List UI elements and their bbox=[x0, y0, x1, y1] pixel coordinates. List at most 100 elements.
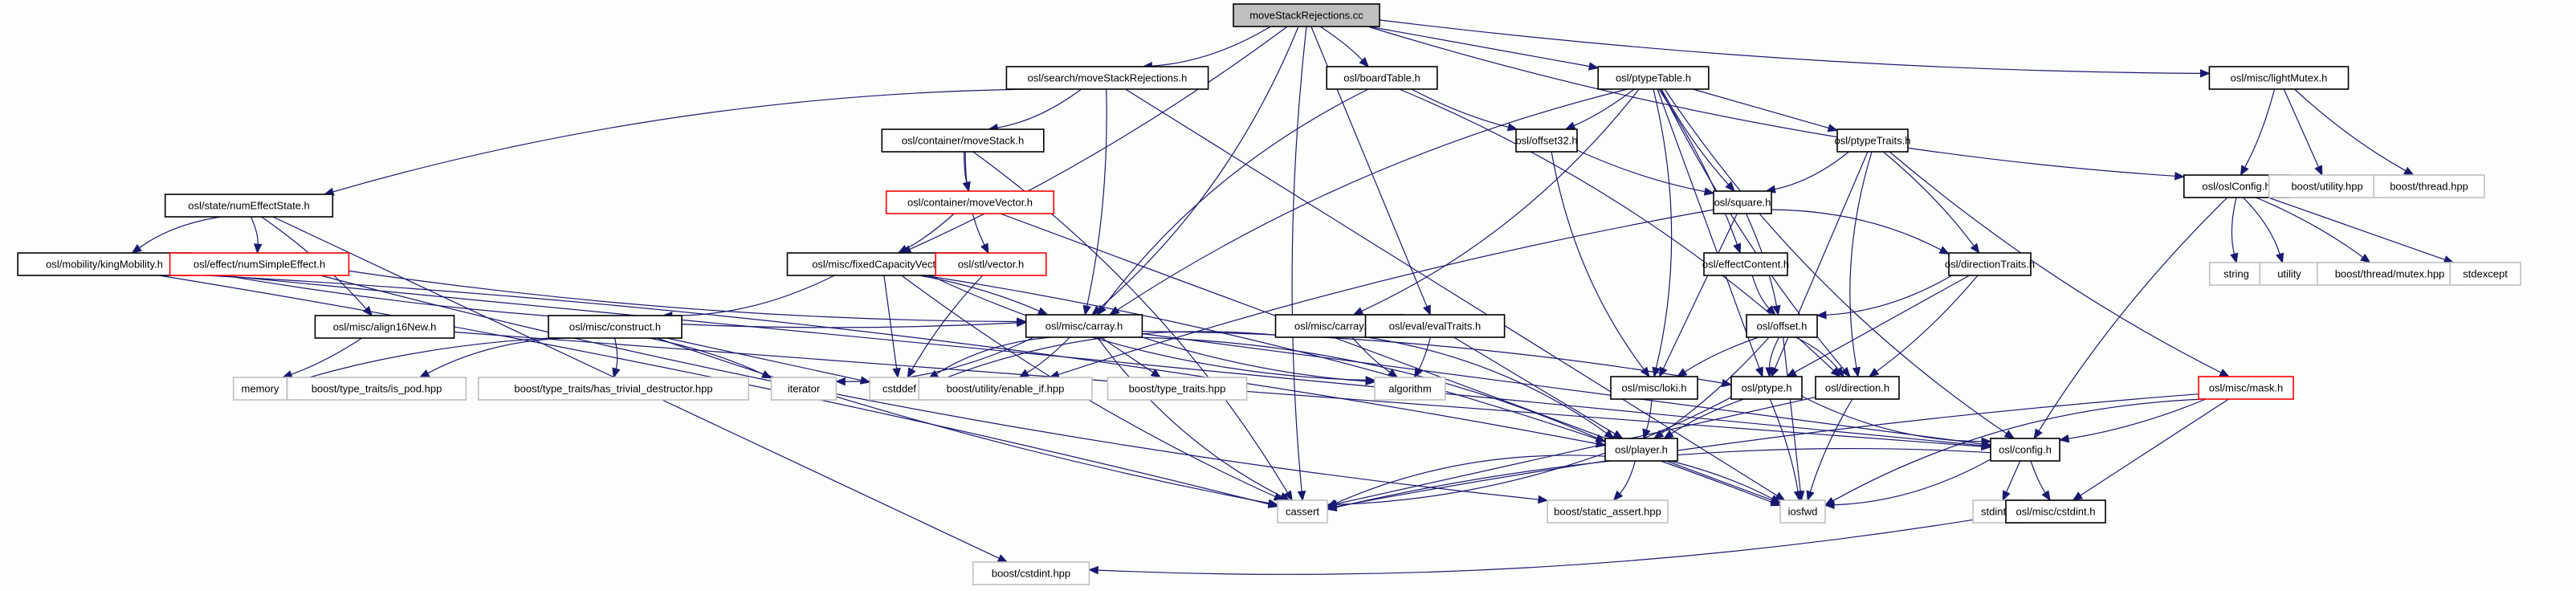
arrowhead-icon bbox=[1564, 121, 1576, 130]
edge-line bbox=[1657, 88, 1760, 369]
node-box bbox=[1604, 438, 1678, 462]
node-eval-traits[interactable]: osl/eval/evalTraits.h bbox=[1364, 314, 1506, 338]
arrowhead-icon bbox=[1868, 368, 1880, 377]
edge-align16New-to-memory bbox=[281, 337, 363, 379]
node-effect-content[interactable]: osl/effectContent.h bbox=[1702, 252, 1789, 276]
node-board-table[interactable]: osl/boardTable.h bbox=[1326, 66, 1438, 90]
edge-line bbox=[1769, 398, 1799, 492]
node-stl-vector[interactable]: osl/stl/vector.h bbox=[935, 252, 1047, 276]
node-box bbox=[2268, 174, 2386, 198]
arrowhead-icon bbox=[1676, 368, 1688, 377]
node-align16-new[interactable]: osl/misc/align16New.h bbox=[314, 315, 455, 339]
edge-kingMobility-to-player bbox=[190, 274, 1607, 448]
arrowhead-icon bbox=[1612, 490, 1624, 501]
edge-line bbox=[1771, 209, 1942, 251]
node-label: string bbox=[2223, 267, 2249, 279]
node-num-simple-effect[interactable]: osl/effect/numSimpleEffect.h bbox=[169, 252, 350, 276]
arrowhead-icon bbox=[131, 243, 142, 254]
arrowhead-icon bbox=[1653, 430, 1665, 439]
arrowhead-icon bbox=[2403, 166, 2415, 176]
edge-line bbox=[1768, 336, 1780, 369]
node-ptype-table[interactable]: osl/ptypeTable.h bbox=[1597, 66, 1710, 90]
edges-layer bbox=[131, 19, 2455, 575]
arrowhead-icon bbox=[2199, 69, 2211, 78]
node-carray[interactable]: osl/misc/carray.h bbox=[1025, 314, 1143, 338]
node-move-stack[interactable]: osl/container/moveStack.h bbox=[881, 128, 1045, 153]
edge-boardTable-to-offset32 bbox=[1411, 88, 1518, 132]
node-config[interactable]: osl/config.h bbox=[1990, 438, 2060, 462]
node-loki[interactable]: osl/misc/loki.h bbox=[1610, 376, 1698, 400]
node-is-pod: boost/type_traits/is_pod.hpp bbox=[286, 377, 467, 401]
arrowhead-icon bbox=[1765, 367, 1774, 378]
node-light-mutex[interactable]: osl/misc/lightMutex.h bbox=[2208, 66, 2350, 90]
edge-carray-to-iterator bbox=[835, 336, 1034, 386]
arrowhead-icon bbox=[1733, 243, 1742, 255]
edge-line bbox=[656, 337, 1270, 504]
node-player[interactable]: osl/player.h bbox=[1604, 438, 1678, 462]
arrowhead-icon bbox=[1588, 62, 1600, 71]
edge-line bbox=[666, 337, 862, 381]
arrowhead-icon bbox=[418, 369, 430, 378]
node-ptype-traits[interactable]: osl/ptypeTraits.h bbox=[1835, 128, 1911, 153]
node-label: osl/effectContent.h bbox=[1702, 258, 1789, 270]
edge-line bbox=[1335, 397, 1732, 505]
edge-root-to-ptypeTable bbox=[1368, 26, 1600, 71]
arrowhead-icon bbox=[835, 377, 846, 386]
node-box bbox=[1836, 128, 1909, 153]
arrowhead-icon bbox=[1824, 497, 1836, 506]
edge-oslConfig-to-string bbox=[2230, 197, 2239, 264]
edge-line bbox=[2256, 197, 2363, 258]
edge-root-to-msr_h bbox=[1142, 26, 1271, 71]
edge-ptypeTraits-to-directionTraits bbox=[1882, 151, 1980, 255]
arrowhead-icon bbox=[2276, 252, 2285, 264]
edge-line bbox=[911, 275, 984, 370]
arrowhead-icon bbox=[1037, 307, 1049, 316]
node-cstdint[interactable]: osl/misc/cstdint.h bbox=[2005, 499, 2106, 524]
node-construct[interactable]: osl/misc/construct.h bbox=[548, 315, 683, 339]
node-mask[interactable]: osl/misc/mask.h bbox=[2198, 376, 2294, 400]
arrowhead-icon bbox=[1774, 491, 1786, 501]
arrowhead-icon bbox=[1816, 311, 1827, 320]
node-label: moveStackRejections.cc bbox=[1249, 9, 1363, 21]
node-square[interactable]: osl/square.h bbox=[1713, 190, 1772, 214]
edge-oslConfig-to-boostMutex bbox=[2256, 197, 2371, 263]
edge-line bbox=[1310, 26, 1428, 308]
node-num-effect-state[interactable]: osl/state/numEffectState.h bbox=[164, 194, 334, 218]
arrowhead-icon bbox=[1108, 306, 1120, 316]
node-offset[interactable]: osl/offset.h bbox=[1746, 314, 1818, 338]
node-move-vector[interactable]: osl/container/moveVector.h bbox=[885, 190, 1055, 214]
node-label: osl/square.h bbox=[1714, 196, 1771, 208]
edge-ptype-to-config bbox=[1801, 395, 1992, 446]
node-root[interactable]: moveStackRejections.cc bbox=[1233, 3, 1380, 27]
node-king-mobility[interactable]: osl/mobility/kingMobility.h bbox=[17, 252, 192, 276]
arrowhead-icon bbox=[2072, 491, 2084, 501]
arrowhead-icon bbox=[2002, 490, 2011, 502]
edge-offset-to-loki bbox=[1676, 336, 1759, 377]
node-ptype[interactable]: osl/ptype.h bbox=[1730, 376, 1803, 400]
edge-msr_h-to-numEffectState bbox=[323, 88, 1032, 196]
arrowhead-icon bbox=[1150, 369, 1162, 378]
edge-line bbox=[1882, 151, 1975, 247]
node-label: osl/container/moveStack.h bbox=[902, 134, 1024, 146]
arrowhead-icon bbox=[1703, 187, 1715, 196]
edge-ptypeTraits-to-mask bbox=[1889, 151, 2231, 377]
edge-line bbox=[1671, 398, 1744, 434]
arrowhead-icon bbox=[1725, 181, 1735, 192]
node-msr_h[interactable]: osl/search/moveStackRejections.h bbox=[1005, 66, 1209, 90]
node-box bbox=[1746, 314, 1818, 338]
node-box bbox=[2005, 499, 2106, 524]
edge-line bbox=[1795, 336, 1839, 370]
edge-line bbox=[1098, 514, 2007, 575]
node-label: osl/stl/vector.h bbox=[958, 258, 1024, 270]
arrowhead-icon bbox=[1087, 565, 1099, 575]
edge-line bbox=[1619, 460, 1636, 495]
node-offset32[interactable]: osl/offset32.h bbox=[1515, 128, 1578, 153]
node-direction-traits[interactable]: osl/directionTraits.h bbox=[1945, 252, 2035, 276]
edge-construct-to-iterator bbox=[649, 337, 772, 379]
node-direction[interactable]: osl/direction.h bbox=[1815, 376, 1900, 400]
arrowhead-icon bbox=[1840, 366, 1851, 378]
node-cassert: cassert bbox=[1277, 499, 1328, 524]
node-box bbox=[1005, 66, 1209, 90]
edge-line bbox=[190, 271, 1983, 446]
